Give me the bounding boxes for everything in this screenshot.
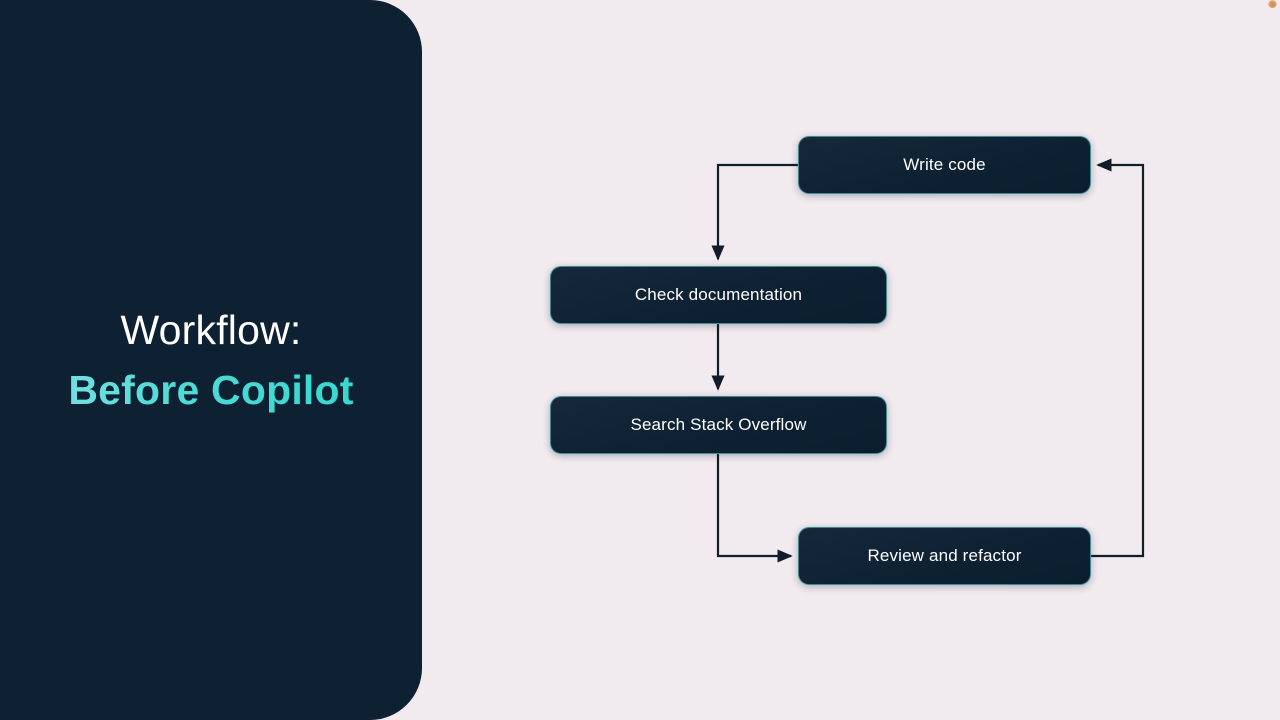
sidebar-panel: Workflow: Before Copilot bbox=[0, 0, 422, 720]
flow-connectors bbox=[711, 158, 1145, 563]
flow-node-label: Review and refactor bbox=[867, 546, 1022, 565]
page-title-line-1: Workflow: bbox=[120, 307, 302, 354]
flow-node-review-and-refactor[interactable]: Review and refactor bbox=[798, 527, 1091, 585]
flow-node-label: Search Stack Overflow bbox=[630, 415, 807, 434]
page-title: Workflow: Before Copilot bbox=[0, 306, 422, 414]
edge-search-so-to-review-refactor bbox=[716, 454, 793, 563]
edge-review-refactor-to-write-code bbox=[1091, 158, 1145, 558]
edge-write-code-to-check-docs bbox=[711, 163, 798, 261]
flow-node-label: Check documentation bbox=[634, 285, 803, 304]
corner-artifact-dot bbox=[1268, 0, 1277, 8]
page-title-line-2: Before Copilot bbox=[24, 366, 398, 414]
flow-node-write-code[interactable]: Write code bbox=[798, 136, 1091, 194]
flow-node-check-documentation[interactable]: Check documentation bbox=[550, 266, 887, 324]
flowchart: Write code Check documentation Search St… bbox=[422, 0, 1280, 720]
flow-node-label: Write code bbox=[903, 155, 986, 174]
flow-node-search-stack-overflow[interactable]: Search Stack Overflow bbox=[550, 396, 887, 454]
